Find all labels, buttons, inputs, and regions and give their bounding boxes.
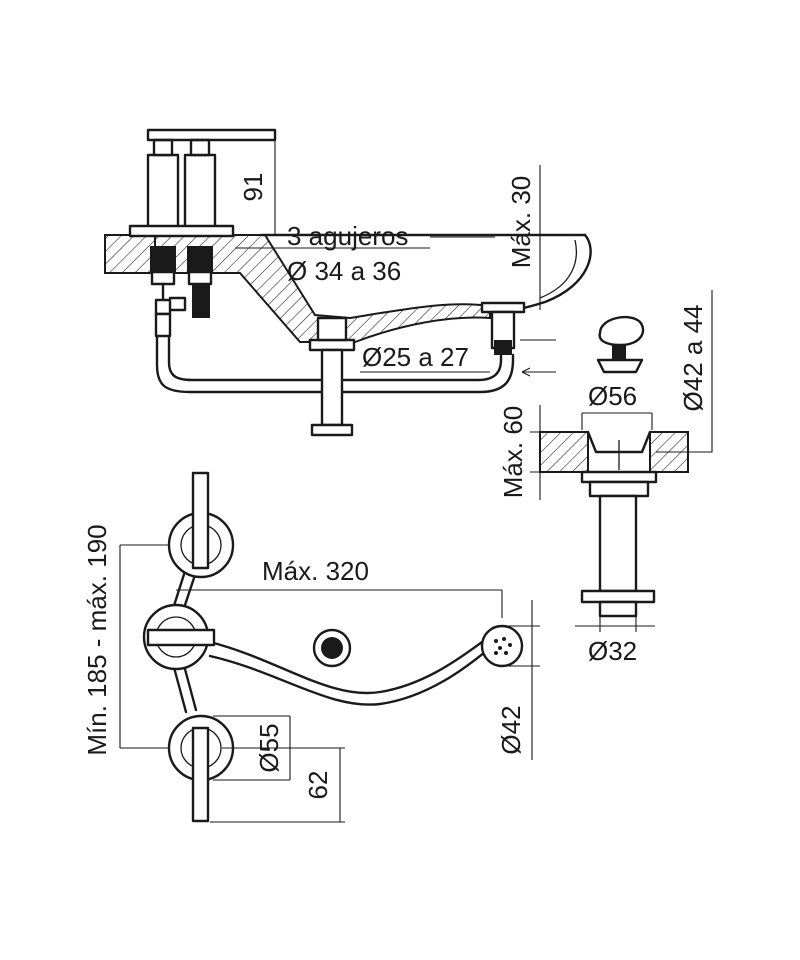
dim-spacing-line bbox=[119, 544, 170, 749]
top-view: Máx. 320 Mín. 185 - máx. 190 Ø55 62 Ø42 bbox=[82, 471, 540, 823]
fitting-right bbox=[187, 246, 213, 272]
label-62: 62 bbox=[303, 771, 333, 800]
dim-d32-line bbox=[575, 616, 655, 632]
label-d32: Ø32 bbox=[588, 636, 637, 666]
label-max-320: Máx. 320 bbox=[262, 556, 369, 586]
aerator-dot-2 bbox=[502, 637, 506, 641]
aerator-dot-1 bbox=[494, 639, 498, 643]
drain-detail: Ø56 Ø42 a 44 Máx. 60 Ø32 bbox=[498, 290, 713, 666]
plug-stem bbox=[612, 345, 626, 359]
dim-max320-line bbox=[176, 589, 503, 618]
label-91: 91 bbox=[238, 173, 268, 202]
label-d42-44: Ø42 a 44 bbox=[678, 305, 708, 412]
plug-chain bbox=[598, 315, 645, 347]
handle-lever bbox=[146, 128, 277, 142]
spout-head bbox=[480, 624, 524, 668]
label-max-60: Máx. 60 bbox=[498, 406, 528, 499]
dim-drain-arrow bbox=[521, 367, 556, 377]
label-d56: Ø56 bbox=[588, 381, 637, 411]
drain-ring bbox=[588, 480, 650, 498]
basin-section bbox=[154, 234, 491, 343]
nut-right bbox=[187, 270, 213, 286]
countertop-left bbox=[104, 234, 156, 274]
connector-right bbox=[192, 284, 210, 318]
dim-d56-line bbox=[581, 412, 653, 430]
spout-flange bbox=[480, 301, 526, 314]
drain-tube bbox=[598, 494, 638, 593]
coupling-left bbox=[154, 312, 172, 338]
drain-base bbox=[580, 589, 656, 604]
plug-cap bbox=[596, 358, 644, 374]
aerator-dot-6 bbox=[504, 651, 508, 655]
drain-top bbox=[316, 316, 348, 342]
nut-left bbox=[150, 270, 176, 286]
valve-body-left bbox=[146, 153, 180, 235]
dim-max60-line bbox=[530, 405, 545, 500]
label-holes-diameter: Ø 34 a 36 bbox=[287, 256, 401, 286]
valve-cap-left bbox=[152, 138, 174, 157]
drain-tail bbox=[598, 600, 638, 618]
valve-cap-right bbox=[189, 138, 211, 157]
fitting-left bbox=[150, 246, 176, 272]
deck-plate bbox=[128, 224, 235, 238]
aerator-dot-3 bbox=[508, 643, 512, 647]
valve-body-right bbox=[183, 153, 217, 235]
label-holes-count: 3 agujeros bbox=[287, 221, 408, 251]
drain-foot bbox=[310, 423, 354, 437]
aerator-dot-5 bbox=[494, 651, 498, 655]
label-drain-range: Ø25 a 27 bbox=[362, 342, 469, 372]
aerator-dot-4 bbox=[498, 646, 502, 650]
spout-thread bbox=[494, 340, 512, 355]
label-d42: Ø42 bbox=[496, 705, 526, 754]
side-view: 91 3 agujeros Ø 34 a 36 Máx. 30 Ø25 a 27 bbox=[104, 128, 592, 437]
handle-lever-bottom bbox=[191, 726, 210, 823]
label-spacing: Mín. 185 - máx. 190 bbox=[82, 524, 112, 755]
dim-d42-line bbox=[502, 600, 540, 760]
dim-d42-44-line bbox=[656, 290, 713, 453]
dim-62-line bbox=[210, 747, 345, 823]
handle-lever-top bbox=[191, 471, 210, 570]
holes-leader bbox=[235, 236, 495, 249]
tee-left bbox=[154, 282, 187, 316]
drain-top-grate bbox=[321, 637, 343, 659]
label-max-30: Máx. 30 bbox=[506, 176, 536, 269]
handle-lever-mid bbox=[146, 628, 216, 647]
spout-arm-outer bbox=[208, 638, 487, 695]
drain-pipe bbox=[320, 348, 344, 427]
spout-arm-inner bbox=[208, 650, 487, 706]
drain-slab-left bbox=[539, 431, 589, 473]
drain-flange bbox=[308, 338, 356, 352]
basin-inner bbox=[539, 239, 578, 299]
drain-nut bbox=[580, 470, 658, 484]
